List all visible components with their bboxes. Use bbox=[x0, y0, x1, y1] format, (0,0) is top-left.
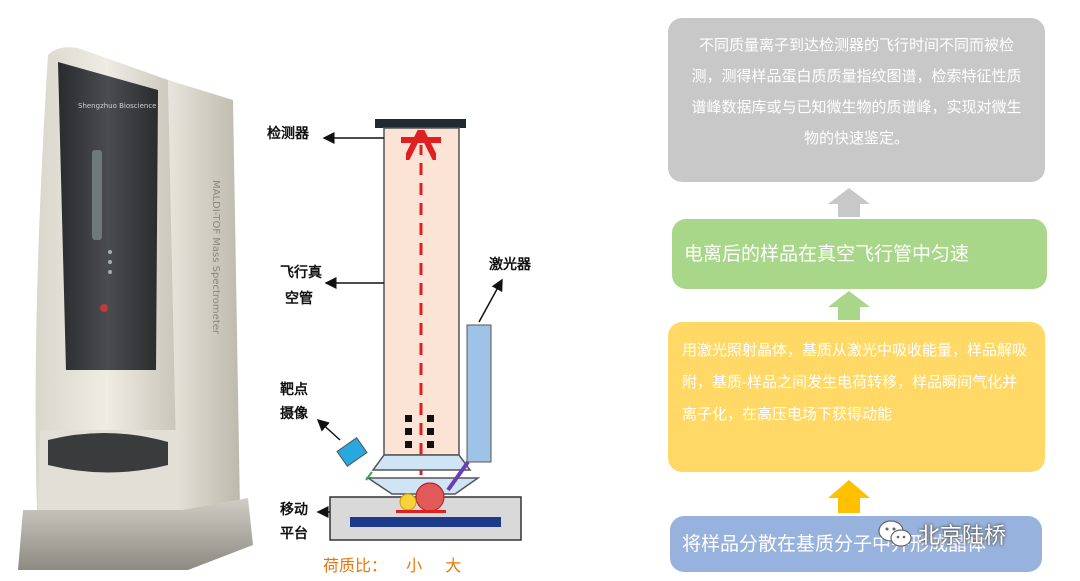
step-laser-text: 用激光照射晶体，基质从激光中吸收能量，样品解吸附，基质-样品之间发生电荷转移，样… bbox=[682, 341, 1028, 423]
camera-label-line2: 摄像 bbox=[280, 406, 308, 422]
wechat-icon bbox=[878, 520, 912, 547]
detector-label: 检测器 bbox=[267, 126, 309, 142]
target-camera bbox=[336, 437, 368, 467]
laser-beam bbox=[446, 460, 470, 492]
stage-rail bbox=[350, 517, 501, 527]
arrow-to-detect-stem bbox=[838, 203, 860, 217]
step-flight-box: 电离后的样品在真空飞行管中匀速 bbox=[672, 219, 1047, 289]
wechat-watermark: 北京陆桥 bbox=[878, 514, 1006, 554]
arrow-to-laser-stem bbox=[838, 497, 860, 513]
large-label: 大 bbox=[445, 556, 462, 575]
step-laser-box: 用激光照射晶体，基质从激光中吸收能量，样品解吸附，基质-样品之间发生电荷转移，样… bbox=[668, 322, 1045, 472]
watermark-text: 北京陆桥 bbox=[918, 524, 1007, 549]
detector-bar bbox=[401, 137, 441, 143]
arrow-to-flight-stem bbox=[838, 306, 860, 320]
arrow-to-laser-icon bbox=[828, 480, 870, 498]
ion-source-funnel bbox=[371, 454, 472, 471]
instrument-side-text: MALDI-TOF Mass Spectrometer bbox=[210, 180, 221, 335]
stage-label-line1: 移动 bbox=[280, 502, 308, 518]
laser-device bbox=[466, 324, 492, 463]
laser-pointer bbox=[478, 278, 503, 323]
flight-tube bbox=[383, 127, 460, 456]
camera-pointer bbox=[316, 418, 341, 441]
laser-label: 激光器 bbox=[489, 257, 531, 273]
detector-plate bbox=[375, 119, 466, 128]
camera-view-arrow bbox=[365, 471, 373, 481]
step-detect-text: 不同质量离子到达检测器的飞行时间不同而被检测，测得样品蛋白质质量指纹图谱，检索特… bbox=[691, 36, 1022, 147]
arrow-to-detect-icon bbox=[828, 188, 870, 204]
instrument-brand: Shengzhuo Bioscience bbox=[78, 102, 157, 110]
flight-tube-label-line1: 飞行真 bbox=[280, 265, 322, 281]
ion-packets bbox=[405, 415, 434, 448]
instrument-photo: MALDI-TOF Mass Spectrometer Shengzhuo Bi… bbox=[18, 40, 263, 570]
stage-label-line2: 平台 bbox=[280, 526, 308, 542]
small-label: 小 bbox=[406, 556, 423, 575]
mass-charge-label: 荷质比： bbox=[323, 556, 388, 575]
maldi-tof-instrument: MALDI-TOF Mass Spectrometer Shengzhuo Bi… bbox=[18, 47, 253, 570]
step-flight-text: 电离后的样品在真空飞行管中匀速 bbox=[684, 243, 970, 265]
arrow-to-flight-icon bbox=[828, 291, 870, 307]
camera-label-line1: 靶点 bbox=[280, 382, 308, 398]
flight-tube-label-line2: 空管 bbox=[285, 291, 313, 307]
mass-charge-row: 荷质比： 小 大 bbox=[323, 552, 461, 576]
step-detect-box: 不同质量离子到达检测器的飞行时间不同而被检测，测得样品蛋白质质量指纹图谱，检索特… bbox=[668, 18, 1045, 182]
